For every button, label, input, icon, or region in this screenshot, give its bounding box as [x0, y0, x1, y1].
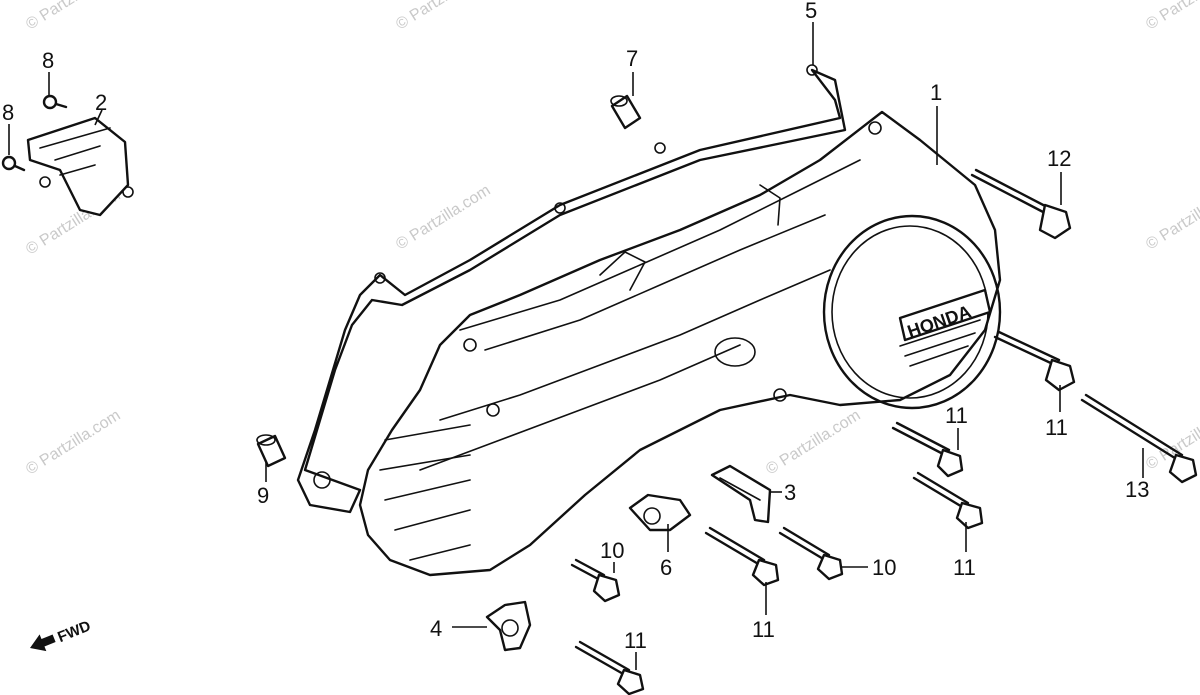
watermark: © Partzilla.com [1143, 182, 1200, 254]
bolt [993, 330, 1076, 392]
callout-13: 12 [1047, 146, 1071, 171]
clamp [485, 600, 532, 652]
callout-10: 10 [600, 538, 624, 563]
dowel-pin [256, 434, 287, 468]
callout-8: 8 [2, 100, 14, 125]
bracket [26, 116, 134, 217]
callout-4: 4 [430, 616, 442, 641]
fwd-label: FWD [55, 617, 93, 646]
callout-14: 13 [1125, 477, 1149, 502]
callout-1: 1 [930, 80, 942, 105]
bolt [778, 526, 844, 581]
bolt [1080, 393, 1198, 484]
watermark: © Partzilla.com [763, 407, 863, 479]
callout-9: 9 [257, 483, 269, 508]
gasket [296, 64, 847, 514]
watermark: © Partzilla.com [393, 0, 493, 33]
forward-direction-indicator: FWD [30, 617, 93, 652]
bolt [891, 421, 964, 478]
callout-12: 11 [1045, 415, 1068, 440]
callout-11: 11 [953, 555, 976, 580]
callout-10: 10 [872, 555, 896, 580]
callout-11: 11 [945, 403, 968, 428]
callout-11: 11 [752, 617, 775, 642]
callout-8: 8 [42, 48, 54, 73]
callout-3: 3 [784, 480, 796, 505]
dowel-pin [610, 94, 642, 130]
callout-labels: 1 2 3 4 5 6 7 8 8 9 10 10 11 11 11 11 11… [2, 0, 1149, 653]
callout-11: 11 [624, 628, 647, 653]
bolt [704, 526, 780, 587]
leader-lines [8, 22, 1144, 670]
bolt [912, 471, 984, 530]
arrow-left-icon [30, 634, 56, 652]
bolt [570, 558, 621, 603]
bolt [970, 168, 1072, 240]
watermark: © Partzilla.com [393, 182, 493, 254]
watermark: © Partzilla.com [23, 407, 123, 479]
screw [1, 155, 26, 172]
watermark: © Partzilla.com [1143, 0, 1200, 33]
watermark: © Partzilla.com [23, 0, 123, 33]
callout-6: 6 [660, 555, 672, 580]
bolt [574, 640, 645, 695]
screw [42, 94, 68, 110]
crankcase-cover: HONDA [358, 110, 1002, 577]
callout-5: 5 [805, 0, 817, 23]
clamp [628, 493, 692, 532]
clamp [710, 464, 772, 524]
callout-7: 7 [626, 46, 638, 71]
callout-2: 2 [95, 90, 107, 115]
